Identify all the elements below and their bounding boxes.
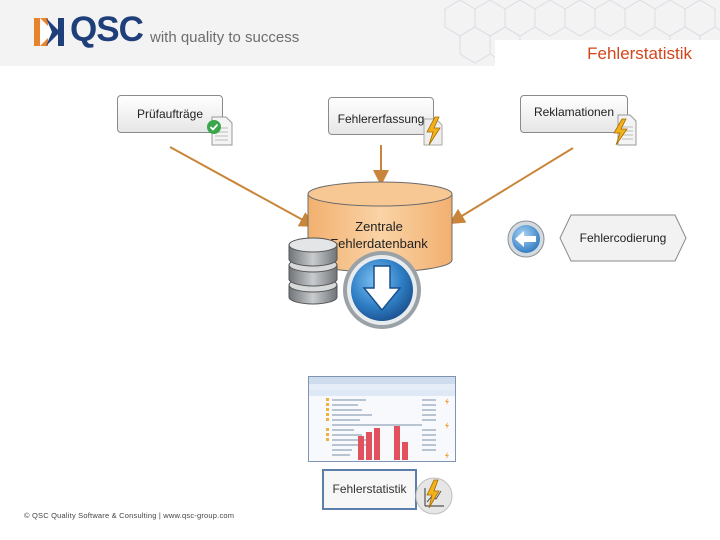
node-fehlererfassung-label: Fehlererfassung <box>337 112 425 126</box>
qsc-logo-mark <box>34 18 64 46</box>
node-fehlercodierung[interactable] <box>559 214 687 262</box>
copyright-text: © QSC Quality Software & Consulting | ww… <box>24 511 235 520</box>
database-cylinder <box>307 181 453 273</box>
node-fehlerstatistik-label: Fehlerstatistik <box>332 482 407 496</box>
node-pruefauftraege-label: Prüfaufträge <box>136 107 204 121</box>
logo-text: QSC <box>70 10 144 49</box>
node-reklamationen-label: Reklamationen <box>533 105 615 119</box>
node-fehlerstatistik[interactable] <box>322 469 417 510</box>
download-arrow-icon <box>343 251 421 329</box>
database-label-line2: Fehlerdatenbank <box>330 236 428 251</box>
node-fehlererfassung[interactable]: Fehlererfassung <box>328 97 434 135</box>
database-label-line1: Zentrale <box>355 219 403 234</box>
page-title: Fehlerstatistik <box>587 44 692 63</box>
report-screenshot-thumbnail <box>308 376 456 462</box>
database-label: Zentrale Fehlerdatenbank <box>308 218 450 252</box>
connector-pruefauftraege <box>169 146 316 227</box>
connector-reklamationen <box>448 147 574 225</box>
database-icon <box>288 237 338 305</box>
document-check-icon <box>207 116 233 146</box>
arrow-left-icon[interactable] <box>506 219 548 259</box>
logo-tagline: with quality to success <box>150 29 300 46</box>
chart-lightning-icon <box>415 477 453 515</box>
title-panel <box>495 40 720 70</box>
node-fehlercodierung-label: Fehlercodierung <box>579 231 667 245</box>
node-pruefauftraege[interactable]: Prüfaufträge <box>117 95 223 133</box>
lightning-icon <box>423 116 443 146</box>
document-lightning-icon <box>613 114 637 146</box>
node-reklamationen[interactable]: Reklamationen <box>520 95 628 133</box>
